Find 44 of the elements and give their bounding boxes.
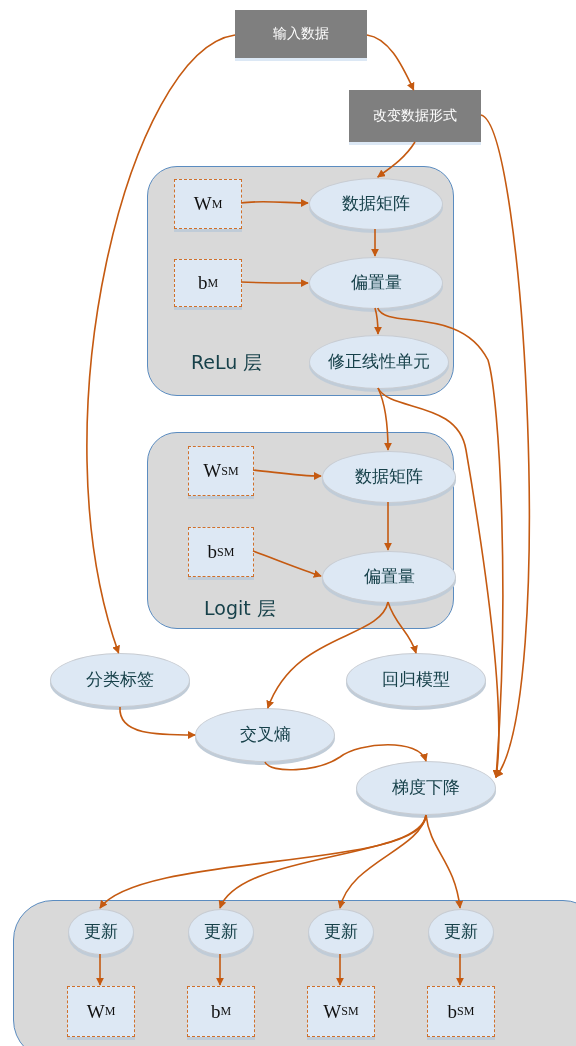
process-ellipse: 交叉熵 — [195, 708, 335, 762]
layer-panel — [147, 166, 454, 396]
process-box: 改变数据形式 — [349, 90, 481, 142]
process-ellipse: 偏置量 — [322, 551, 456, 603]
process-ellipse: 分类标签 — [50, 653, 190, 707]
process-ellipse: 数据矩阵 — [309, 178, 443, 230]
arrow — [366, 34, 415, 91]
update-ellipse: 更新 — [68, 909, 134, 955]
arrow — [96, 953, 104, 986]
process-ellipse: 修正线性单元 — [309, 335, 449, 389]
layer-title: ReLu 层 — [191, 350, 263, 375]
layer-title: Logit 层 — [204, 596, 276, 621]
arrow — [384, 501, 392, 551]
arrow — [119, 706, 196, 739]
arrow — [336, 953, 344, 986]
arrow — [377, 387, 501, 778]
arrow — [252, 550, 322, 578]
arrow — [240, 198, 309, 207]
process-ellipse: 数据矩阵 — [322, 451, 456, 503]
arrow — [267, 601, 389, 709]
arrow — [240, 279, 309, 288]
arrow — [216, 953, 224, 986]
process-box: 输入数据 — [235, 10, 367, 58]
process-ellipse: 回归模型 — [346, 653, 486, 707]
arrow — [377, 387, 392, 451]
arrow — [371, 228, 379, 257]
arrow — [338, 814, 427, 909]
update-ellipse: 更新 — [308, 909, 374, 955]
arrow — [456, 953, 464, 986]
arrow — [86, 34, 236, 654]
arrow — [376, 141, 416, 178]
arrow — [376, 307, 504, 778]
layer-panel — [147, 432, 454, 629]
arrow — [480, 114, 531, 778]
process-ellipse: 偏置量 — [309, 257, 443, 309]
arrow — [264, 743, 427, 771]
process-ellipse: 梯度下降 — [356, 761, 496, 815]
update-panel — [13, 900, 576, 1046]
update-ellipse: 更新 — [188, 909, 254, 955]
arrow — [425, 814, 463, 909]
arrow — [387, 601, 418, 654]
arrow — [252, 469, 322, 480]
arrow — [374, 307, 382, 335]
update-ellipse: 更新 — [428, 909, 494, 955]
